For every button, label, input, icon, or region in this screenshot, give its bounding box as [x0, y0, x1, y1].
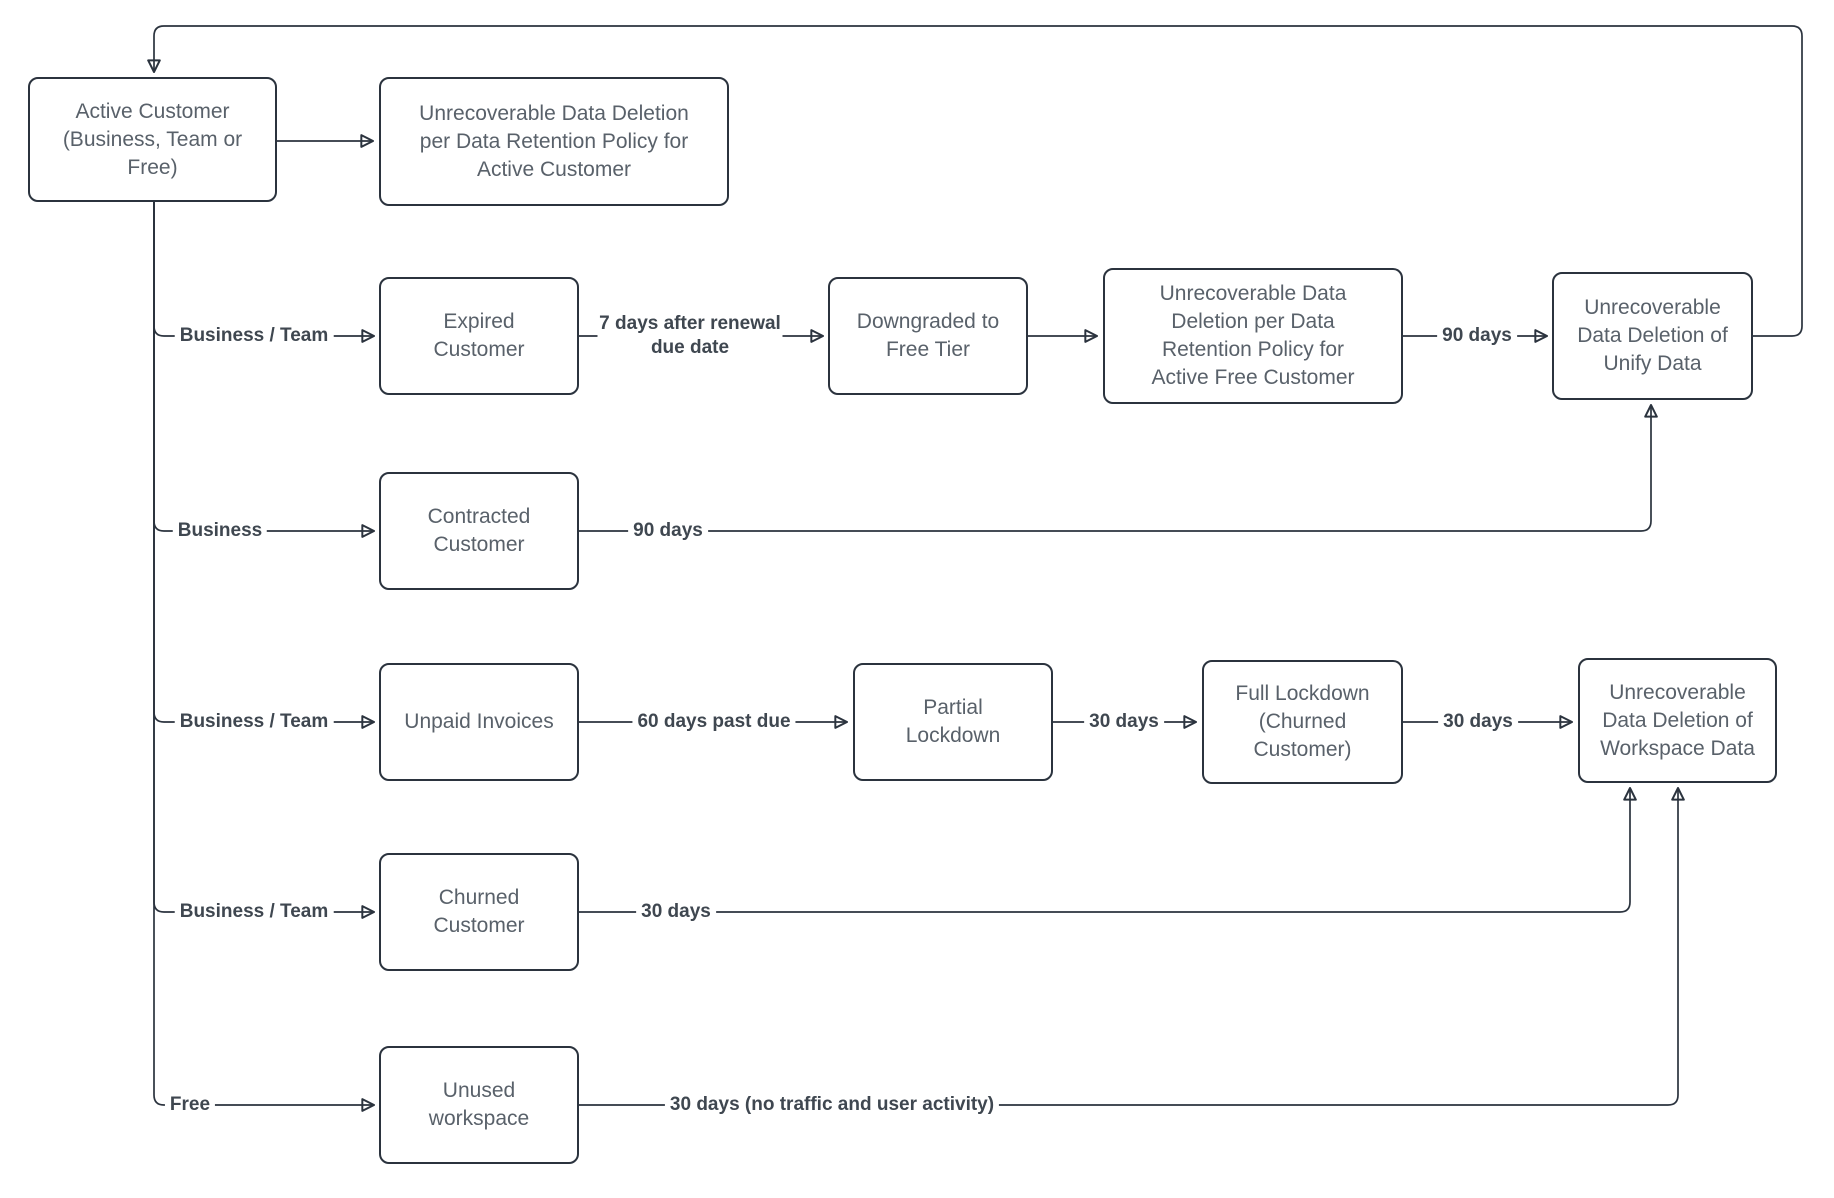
edge-label-30-days-full-to-workspace[interactable]: 30 days [1438, 710, 1518, 734]
node-contracted-customer-label: Contracted Customer [427, 505, 531, 556]
node-downgraded-free-tier-label: Downgraded to Free Tier [856, 310, 1000, 361]
node-unused-workspace-label: Unused workspace [428, 1079, 530, 1130]
edge-branch-business-team-unpaid [153, 202, 375, 729]
node-expired-customer-label: Expired Customer [433, 310, 525, 361]
node-contracted-customer[interactable]: Contracted Customer [379, 472, 579, 590]
node-active-customer-label: Active Customer (Business, Team or Free) [62, 99, 243, 179]
branch-label-free-unused[interactable]: Free [164, 1093, 216, 1117]
node-unrecoverable-deletion-unify[interactable]: Unrecoverable Data Deletion of Unify Dat… [1552, 272, 1753, 400]
node-churned-customer[interactable]: Churned Customer [379, 853, 579, 971]
edge-label-30-days-partial-to-full[interactable]: 30 days [1084, 710, 1164, 734]
edge-churned-to-workspace [579, 787, 1637, 913]
node-unrecoverable-deletion-active-label: Unrecoverable Data Deletion per Data Ret… [419, 101, 689, 181]
node-partial-lockdown-label: Partial Lockdown [905, 696, 1001, 747]
edge-branch-business-team-churned [153, 202, 375, 919]
branch-label-business-team-expired[interactable]: Business / Team [174, 324, 334, 348]
edge-label-60-days-past-due[interactable]: 60 days past due [632, 710, 796, 734]
node-unrecoverable-deletion-active-free[interactable]: Unrecoverable Data Deletion per Data Ret… [1103, 268, 1403, 404]
node-expired-customer[interactable]: Expired Customer [379, 277, 579, 395]
branch-label-business-team-unpaid[interactable]: Business / Team [174, 710, 334, 734]
node-unpaid-invoices-label: Unpaid Invoices [404, 710, 554, 733]
node-downgraded-free-tier[interactable]: Downgraded to Free Tier [828, 277, 1028, 395]
edge-label-30-days-churned[interactable]: 30 days [636, 900, 716, 924]
edge-label-90-days-contracted[interactable]: 90 days [628, 519, 708, 543]
node-full-lockdown[interactable]: Full Lockdown (Churned Customer) [1202, 660, 1403, 784]
edge-contracted-to-unify [579, 404, 1658, 532]
node-unrecoverable-deletion-active-free-label: Unrecoverable Data Deletion per Data Ret… [1151, 282, 1355, 389]
edge-unify-return-to-active [147, 25, 1803, 337]
edge-label-90-days-free-to-unify[interactable]: 90 days [1437, 324, 1517, 348]
edge-unused-to-workspace [579, 787, 1685, 1106]
node-churned-customer-label: Churned Customer [433, 886, 525, 937]
edge-branch-free-unused [153, 202, 375, 1112]
node-unrecoverable-deletion-workspace[interactable]: Unrecoverable Data Deletion of Workspace… [1578, 658, 1777, 783]
edge-branch-business-team-expired [153, 202, 375, 343]
edge-label-30-days-no-traffic[interactable]: 30 days (no traffic and user activity) [664, 1093, 1000, 1117]
branch-label-business-contracted[interactable]: Business [172, 519, 268, 543]
node-unrecoverable-deletion-active[interactable]: Unrecoverable Data Deletion per Data Ret… [379, 77, 729, 206]
node-unrecoverable-deletion-unify-label: Unrecoverable Data Deletion of Unify Dat… [1577, 296, 1728, 375]
edge-label-7-days-after-renewal[interactable]: 7 days after renewal due date [597, 312, 783, 360]
node-unrecoverable-deletion-workspace-label: Unrecoverable Data Deletion of Workspace… [1600, 680, 1755, 760]
node-unpaid-invoices[interactable]: Unpaid Invoices [379, 663, 579, 781]
node-active-customer[interactable]: Active Customer (Business, Team or Free) [28, 77, 277, 202]
node-unused-workspace[interactable]: Unused workspace [379, 1046, 579, 1164]
branch-label-business-team-churned[interactable]: Business / Team [174, 900, 334, 924]
node-full-lockdown-label: Full Lockdown (Churned Customer) [1235, 682, 1370, 761]
edge-branch-business-contracted [153, 202, 375, 538]
node-partial-lockdown[interactable]: Partial Lockdown [853, 663, 1053, 781]
